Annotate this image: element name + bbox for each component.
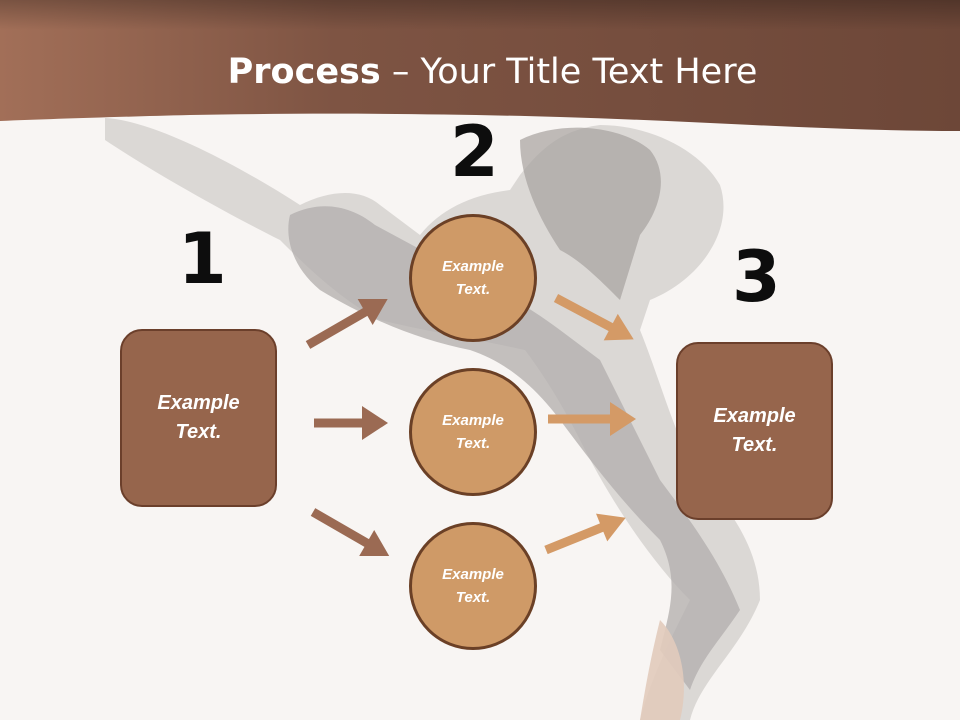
right-arrows bbox=[544, 294, 636, 555]
step-number-2: 2 bbox=[450, 111, 499, 193]
left-box-line-2: Text. bbox=[175, 421, 222, 443]
title-banner bbox=[0, 0, 960, 131]
circle-middle-line-2: Text. bbox=[455, 435, 491, 452]
right-box-line-1: Example bbox=[713, 405, 796, 427]
arrow-top-to-right bbox=[553, 294, 634, 341]
slide-title: Process – Your Title Text Here bbox=[0, 52, 960, 92]
step-number-3: 3 bbox=[732, 236, 781, 318]
dancer-silhouette-image bbox=[105, 118, 760, 720]
circle-bottom-line-2: Text. bbox=[455, 589, 491, 606]
title-rest: – Your Title Text Here bbox=[380, 52, 758, 92]
step-number-1: 1 bbox=[178, 218, 227, 300]
circle-middle-line-1: Example bbox=[442, 412, 504, 429]
circle-bottom-line-1: Example bbox=[442, 566, 504, 583]
left-arrows bbox=[305, 299, 390, 556]
left-box-line-1: Example bbox=[157, 392, 240, 414]
arrow-middle-to-right bbox=[548, 402, 636, 436]
arrow-left-to-top bbox=[305, 299, 388, 349]
arrow-bottom-to-right bbox=[544, 513, 626, 555]
right-box-line-2: Text. bbox=[731, 434, 778, 456]
title-bold: Process bbox=[227, 52, 381, 92]
arrow-left-to-middle bbox=[314, 406, 388, 440]
circle-top-line-1: Example bbox=[442, 258, 504, 275]
circle-top-line-2: Text. bbox=[455, 281, 491, 298]
arrow-left-to-bottom bbox=[310, 508, 390, 556]
